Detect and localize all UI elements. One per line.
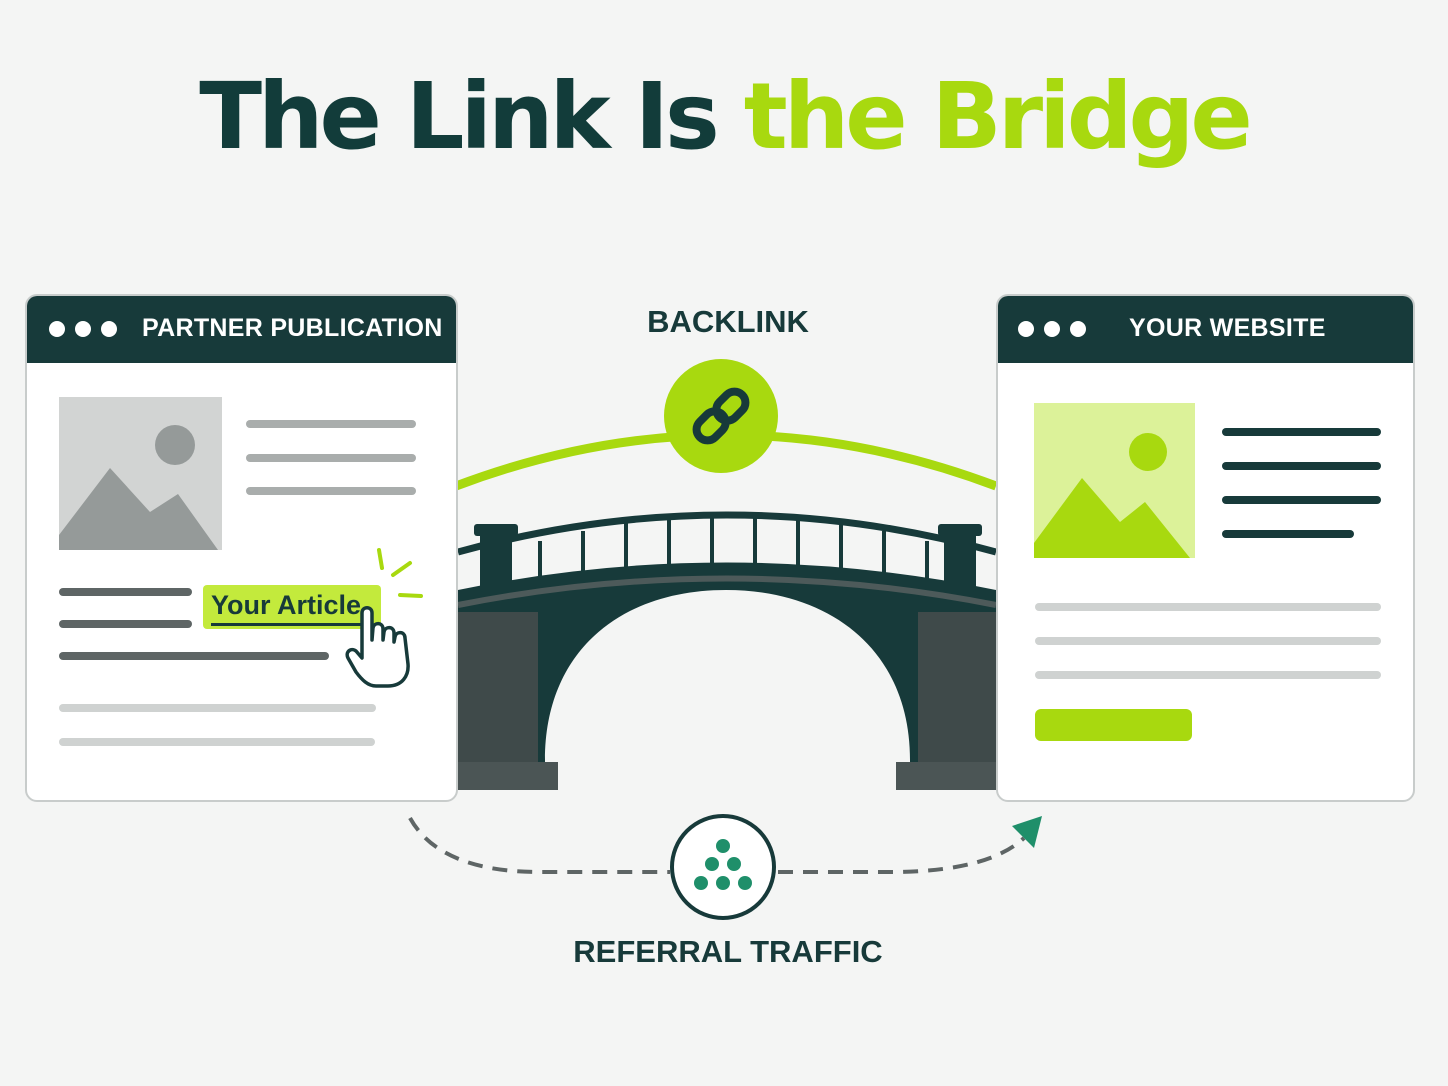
people-group-icon xyxy=(670,814,776,920)
text-line xyxy=(1035,603,1381,611)
link-underline xyxy=(211,623,369,626)
window-title-bar: PARTNER PUBLICATION xyxy=(27,296,456,363)
window-dot-icon xyxy=(1018,321,1034,337)
window-title: YOUR WEBSITE xyxy=(1129,314,1326,342)
your-article-link-text[interactable]: Your Article xyxy=(211,590,362,620)
click-burst-icon xyxy=(377,548,423,598)
window-dot-icon xyxy=(75,321,91,337)
referral-traffic-label: REFERRAL TRAFFIC xyxy=(573,934,883,969)
backlink-label: BACKLINK xyxy=(647,304,809,339)
text-line xyxy=(246,420,416,428)
text-line xyxy=(59,588,192,596)
page-title: The Link Is the Bridge xyxy=(0,52,1448,182)
text-line xyxy=(59,620,192,628)
text-line xyxy=(246,487,416,495)
text-line xyxy=(1222,496,1381,504)
text-line xyxy=(1222,462,1381,470)
bridge-pier-left xyxy=(458,612,538,790)
bridge-body xyxy=(458,562,996,790)
window-title: PARTNER PUBLICATION xyxy=(142,314,443,342)
text-line xyxy=(1035,671,1381,679)
text-line xyxy=(1222,428,1381,436)
text-line xyxy=(246,454,416,462)
your-article-link[interactable] xyxy=(203,585,381,629)
bridge-post-right xyxy=(944,530,976,592)
cta-button[interactable] xyxy=(1035,709,1192,741)
text-line xyxy=(59,738,375,746)
text-line xyxy=(59,704,376,712)
window-dot-icon xyxy=(1070,321,1086,337)
window-dot-icon xyxy=(1044,321,1060,337)
arrow-right-icon xyxy=(1012,816,1042,848)
text-line xyxy=(59,652,329,660)
text-line xyxy=(1035,637,1381,645)
bridge-post-left xyxy=(480,530,512,592)
bridge-pier-right xyxy=(918,612,996,790)
text-line xyxy=(1222,530,1354,538)
window-dot-icon xyxy=(49,321,65,337)
window-dot-icon xyxy=(101,321,117,337)
title-dark-part: The Link Is xyxy=(199,63,720,170)
title-green-part: the Bridge xyxy=(743,63,1253,170)
window-title-bar: YOUR WEBSITE xyxy=(998,296,1413,363)
